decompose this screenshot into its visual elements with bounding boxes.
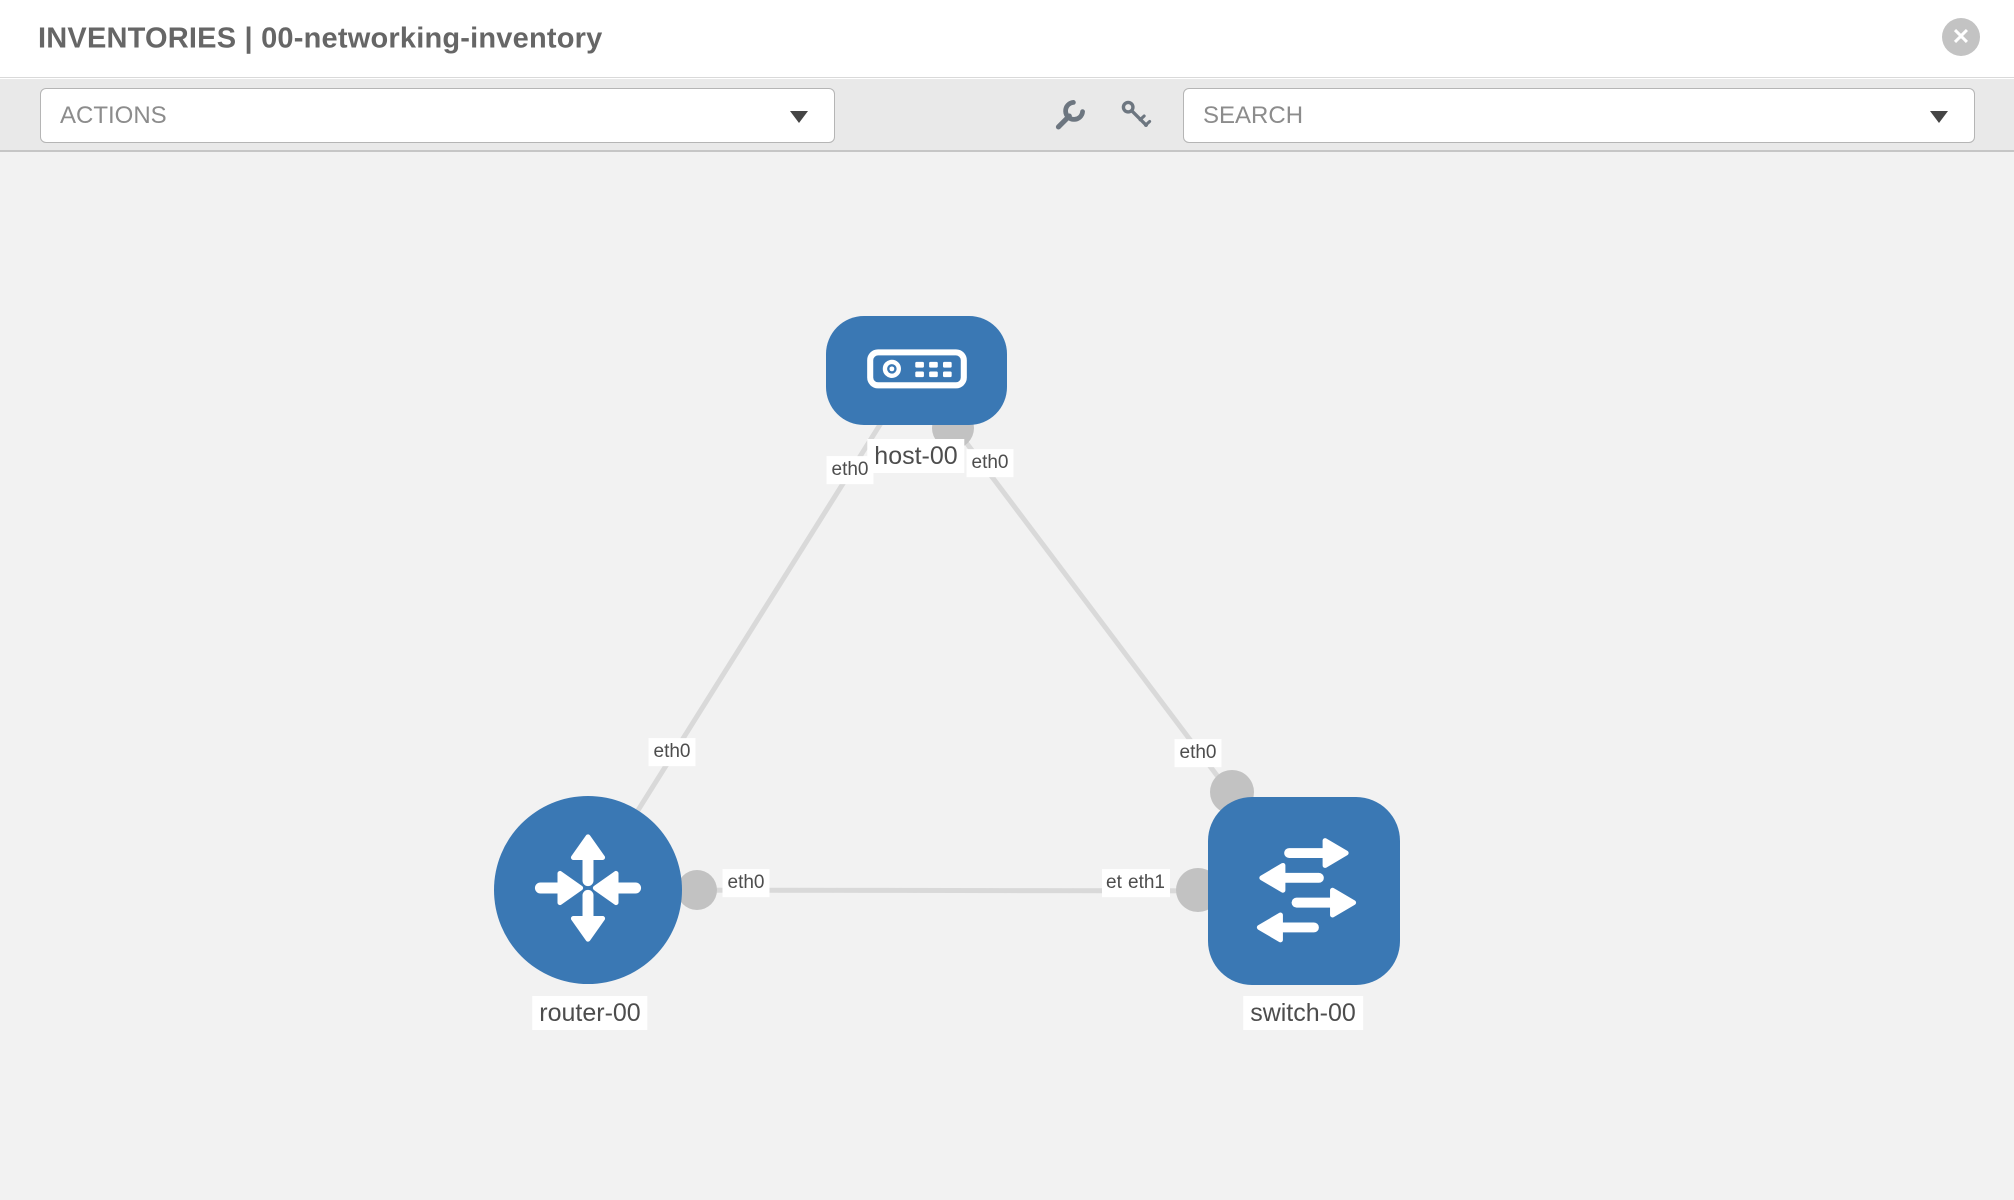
page-title: INVENTORIES | 00-networking-inventory <box>38 22 603 54</box>
chevron-down-icon <box>1930 110 1948 123</box>
switch-icon <box>1242 827 1366 956</box>
node-switch[interactable] <box>1208 797 1400 985</box>
node-label-router: router-00 <box>532 996 648 1030</box>
node-router[interactable] <box>494 796 682 984</box>
interface-label: eth0 <box>826 456 874 484</box>
topology-canvas[interactable]: host-00 router-00 switch-00 eth0 eth0 et… <box>0 152 2014 1200</box>
key-icon[interactable] <box>1119 98 1153 132</box>
host-icon <box>865 342 969 399</box>
actions-dropdown-label: ACTIONS <box>60 101 167 129</box>
interface-label: eth0 <box>648 738 696 766</box>
node-label-host: host-00 <box>867 439 965 473</box>
interface-label: eth0 <box>722 869 770 897</box>
port-connector <box>677 870 717 910</box>
interface-label: eth0 <box>966 449 1014 477</box>
links-layer <box>585 370 1306 912</box>
chevron-down-icon <box>790 110 808 123</box>
search-dropdown[interactable]: SEARCH <box>1183 88 1975 143</box>
actions-dropdown[interactable]: ACTIONS <box>40 88 835 143</box>
node-label-switch: switch-00 <box>1243 996 1363 1030</box>
toolbar: ACTIONS SEARCH <box>0 79 2014 152</box>
wrench-icon[interactable] <box>1053 98 1087 132</box>
search-dropdown-label: SEARCH <box>1203 101 1304 129</box>
node-host[interactable] <box>826 316 1007 425</box>
close-icon[interactable]: ✕ <box>1942 18 1980 56</box>
page-header: INVENTORIES | 00-networking-inventory ✕ <box>0 0 2014 78</box>
router-icon <box>527 827 649 954</box>
interface-label: eth0 <box>1174 739 1222 767</box>
interface-label: eth1 <box>1123 869 1170 897</box>
